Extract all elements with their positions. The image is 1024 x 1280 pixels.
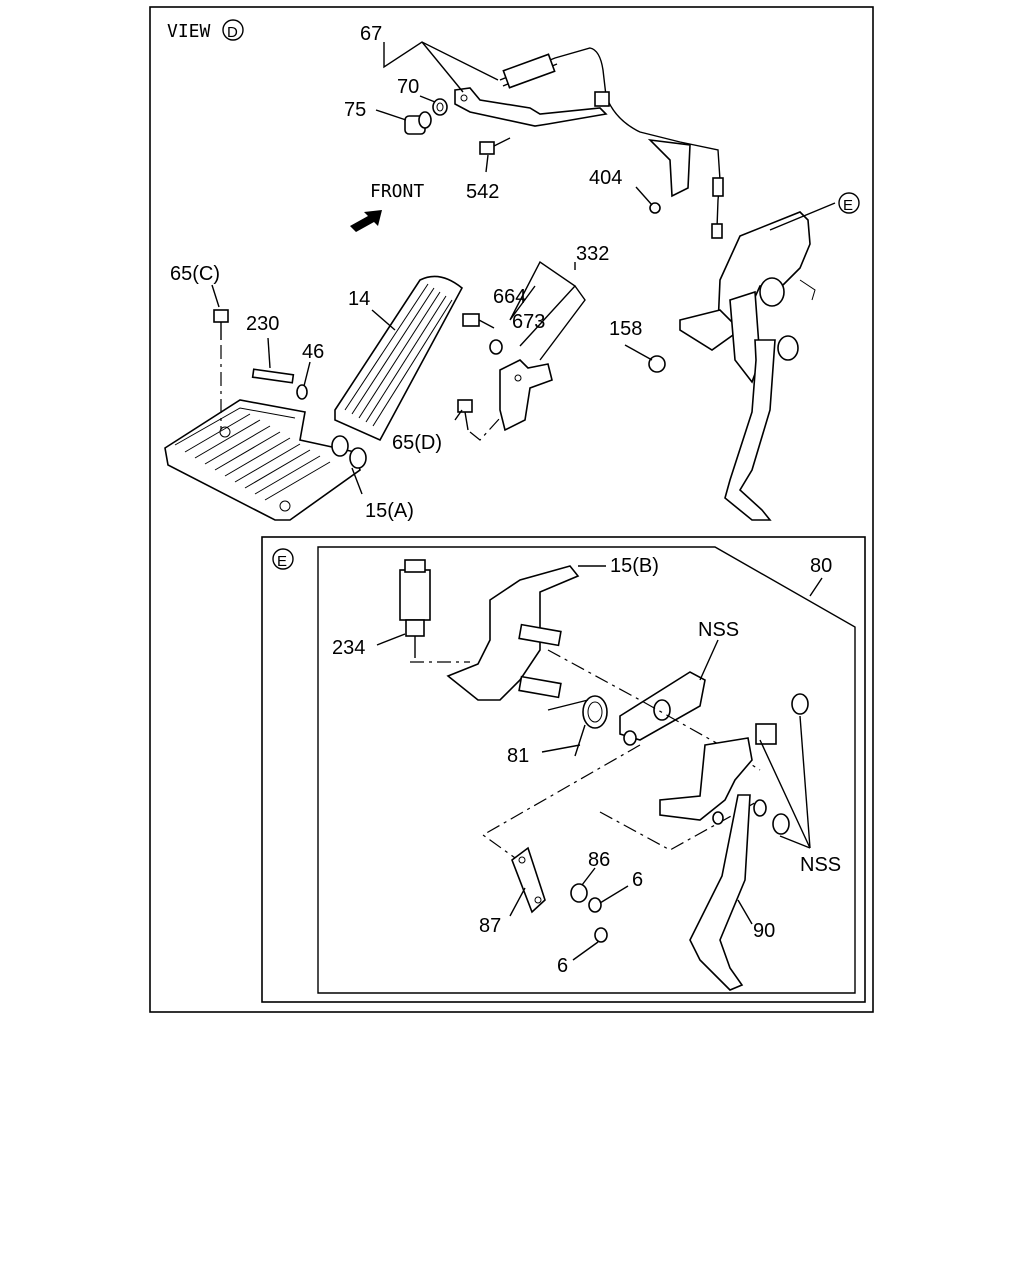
label-542: 542 xyxy=(466,181,499,203)
center-line-3 xyxy=(599,799,761,851)
clip-6b xyxy=(594,927,608,943)
washer-86 xyxy=(570,883,588,903)
label-67: 67 xyxy=(360,23,382,45)
link-87 xyxy=(511,846,546,914)
label-664: 664 xyxy=(493,286,526,308)
cable-bracket xyxy=(454,87,608,127)
front-arrow-icon xyxy=(350,210,382,232)
view-letter-circle xyxy=(222,19,244,41)
clutch-pedal-assembly xyxy=(679,211,816,521)
detail-e-marker xyxy=(838,192,860,214)
grommet-75 xyxy=(404,111,432,135)
label-65c: 65(C) xyxy=(170,263,220,285)
bracket-332 xyxy=(499,359,553,432)
label-14: 14 xyxy=(348,288,370,310)
nss-washer-3 xyxy=(753,799,767,817)
label-6a: 6 xyxy=(632,869,643,891)
washer-70 xyxy=(432,98,448,116)
pedal-arm-90 xyxy=(659,723,777,991)
detail-e-frame xyxy=(261,536,866,1003)
detail-e-letter: E xyxy=(277,553,287,570)
label-234: 234 xyxy=(332,637,365,659)
label-332: 332 xyxy=(576,243,609,265)
label-87: 87 xyxy=(479,915,501,937)
label-70: 70 xyxy=(397,76,419,98)
nut-673 xyxy=(489,339,503,355)
label-81: 81 xyxy=(507,745,529,767)
lever-plate xyxy=(619,671,706,746)
bolt-65c xyxy=(213,309,229,430)
switch-234 xyxy=(399,559,470,663)
clip-6a xyxy=(588,897,602,913)
center-line-2 xyxy=(481,744,641,866)
bracket-15b xyxy=(446,565,580,701)
clip-46 xyxy=(296,384,308,400)
detail-e-circle xyxy=(272,548,294,570)
spring-81 xyxy=(547,695,608,757)
label-673: 673 xyxy=(512,311,545,333)
label-nss-2: NSS xyxy=(800,854,841,876)
label-6b: 6 xyxy=(557,955,568,977)
label-80: 80 xyxy=(810,555,832,577)
leader-lines xyxy=(211,41,836,961)
front-label: FRONT xyxy=(370,181,424,202)
label-86: 86 xyxy=(588,849,610,871)
nut-158 xyxy=(648,355,666,373)
bolt-542 xyxy=(479,137,511,155)
pin-230 xyxy=(251,368,295,384)
view-prefix: VIEW xyxy=(167,21,211,42)
label-158: 158 xyxy=(609,318,642,340)
clip-404 xyxy=(649,202,661,214)
nss-washer-2 xyxy=(772,813,790,835)
accelerator-pedal xyxy=(331,275,464,469)
assembly-80-outline xyxy=(317,546,856,994)
label-65d: 65(D) xyxy=(392,432,442,454)
outer-frame xyxy=(149,6,874,1013)
nss-washer-1 xyxy=(791,693,809,715)
label-75: 75 xyxy=(344,99,366,121)
bolt-664 xyxy=(462,313,495,329)
label-nss-1: NSS xyxy=(698,619,739,641)
view-letter: D xyxy=(227,24,238,41)
detail-e-marker-letter: E xyxy=(843,197,853,214)
label-230: 230 xyxy=(246,313,279,335)
label-46: 46 xyxy=(302,341,324,363)
label-404: 404 xyxy=(589,167,622,189)
label-15b: 15(B) xyxy=(610,555,659,577)
label-15a: 15(A) xyxy=(365,500,414,522)
bolt-65d xyxy=(457,399,501,441)
floor-pad xyxy=(164,399,361,521)
accelerator-cable xyxy=(499,47,724,239)
label-90: 90 xyxy=(753,920,775,942)
